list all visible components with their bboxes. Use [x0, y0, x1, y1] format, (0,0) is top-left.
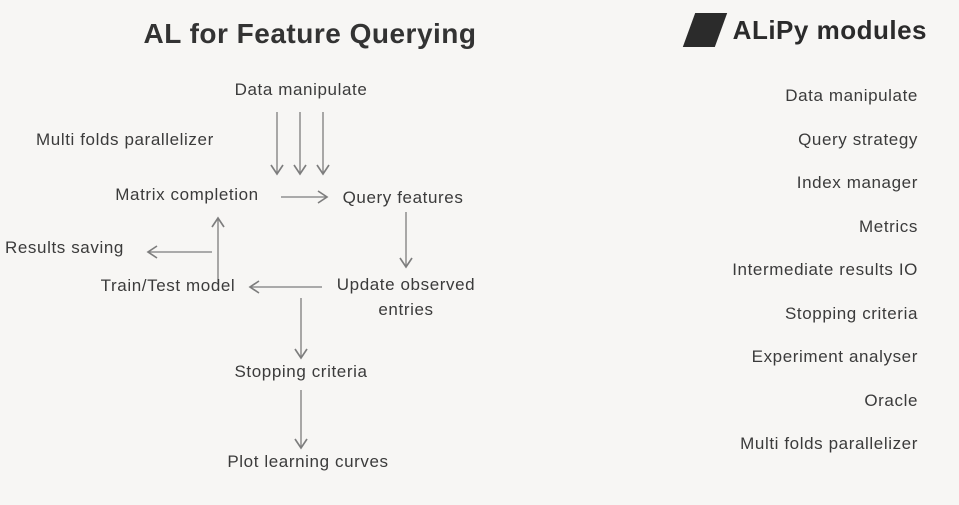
module-item-data-manipulate: Data manipulate	[785, 86, 918, 105]
module-item-experiment-analyser: Experiment analyser	[751, 347, 918, 366]
node-query-features: Query features	[342, 188, 464, 207]
node-update-observed-entries-line1: Update observed	[336, 275, 476, 294]
right-panel-header: ALiPy modules	[682, 13, 927, 47]
right-panel-title: ALiPy modules	[732, 15, 927, 45]
node-stopping-criteria: Stopping criteria	[234, 362, 368, 381]
left-panel-title: AL for Feature Querying	[143, 18, 477, 49]
node-train-test-model: Train/Test model	[100, 276, 236, 295]
module-item-intermediate-results-io: Intermediate results IO	[732, 260, 918, 279]
node-data-manipulate: Data manipulate	[234, 80, 368, 99]
module-item-stopping-criteria: Stopping criteria	[784, 303, 918, 323]
module-item-oracle: Oracle	[864, 390, 918, 410]
module-list: Data manipulate Query strategy Index man…	[732, 86, 918, 454]
module-item-metrics: Metrics	[859, 216, 918, 236]
node-update-observed-entries: Update observed entries	[337, 272, 475, 322]
node-results-saving: Results saving	[5, 238, 124, 257]
node-matrix-completion: Matrix completion	[115, 185, 259, 204]
alipy-logo-icon	[682, 13, 727, 47]
node-multi-folds-parallelizer: Multi folds parallelizer	[36, 130, 214, 149]
module-item-multi-folds-parallelizer: Multi folds parallelizer	[740, 434, 918, 453]
node-plot-learning-curves: Plot learning curves	[227, 452, 389, 471]
module-item-index-manager: Index manager	[796, 173, 918, 192]
module-item-query-strategy: Query strategy	[798, 129, 918, 149]
node-update-observed-entries-line2: entries	[378, 300, 434, 319]
